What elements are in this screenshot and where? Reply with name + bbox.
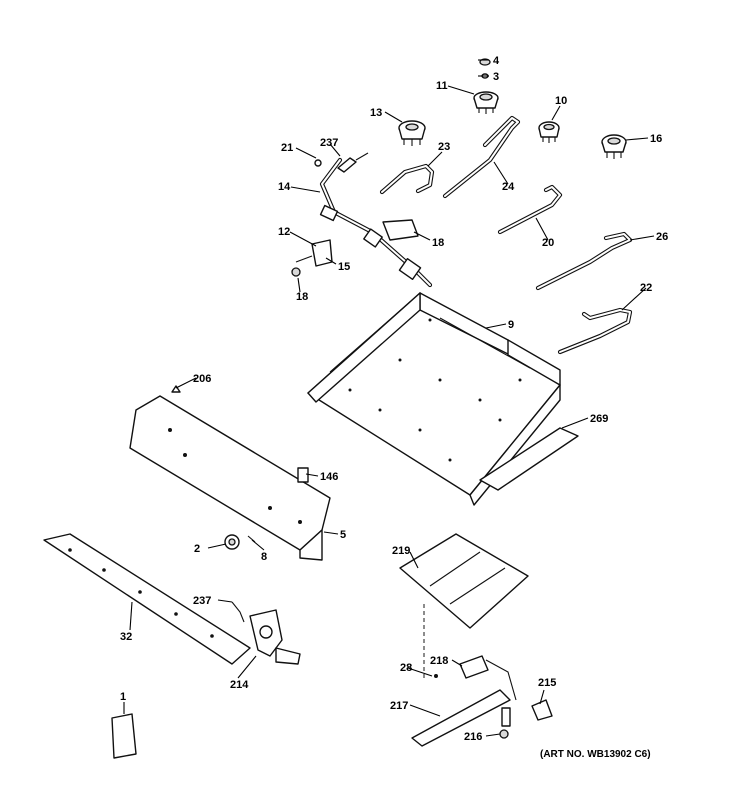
callout-11: 11	[436, 80, 448, 92]
tube-20	[497, 184, 563, 235]
screw-206	[171, 385, 181, 393]
bracket-18-upper	[382, 219, 419, 241]
burner-head-11	[473, 91, 499, 114]
tube-23	[379, 163, 435, 195]
screw-28	[434, 674, 438, 678]
callout-labels: 4 3 11 10 13 16 21 237 23 14 24 20 12 18…	[120, 55, 668, 743]
callout-215: 215	[538, 677, 556, 689]
callout-24: 24	[502, 181, 515, 193]
callout-269: 269	[590, 413, 608, 425]
igniter-switch-218	[459, 655, 489, 679]
callout-216: 216	[464, 731, 482, 743]
callout-13: 13	[370, 107, 382, 119]
callout-10: 10	[555, 95, 567, 107]
callout-9: 9	[508, 319, 514, 331]
burner-head-13	[398, 120, 426, 146]
manifold-pipe-14	[319, 157, 433, 288]
callout-237-top: 237	[320, 137, 338, 149]
burner-head-10	[538, 121, 560, 143]
clip-18-lower	[291, 267, 301, 277]
tube-26	[535, 231, 633, 291]
knob-2	[224, 534, 240, 550]
screw-21	[314, 159, 322, 167]
orifice-12	[295, 239, 333, 267]
callout-12: 12	[278, 226, 290, 238]
callout-217: 217	[390, 700, 408, 712]
valve-assembly-214	[249, 609, 301, 665]
washer-216	[499, 707, 511, 739]
callout-3: 3	[493, 71, 499, 83]
callout-218: 218	[430, 655, 448, 667]
bracket-219	[399, 533, 529, 629]
trim-strip-269	[479, 427, 579, 491]
callout-32: 32	[120, 631, 132, 643]
callout-28: 28	[400, 662, 412, 674]
callout-22: 22	[640, 282, 652, 294]
control-strip-32	[43, 533, 251, 665]
callout-2: 2	[194, 543, 200, 555]
callout-14: 14	[278, 181, 291, 193]
callout-16: 16	[650, 133, 662, 145]
callout-206: 206	[193, 373, 211, 385]
leader-lines	[123, 59, 655, 737]
callout-18-lower: 18	[296, 291, 308, 303]
callout-1: 1	[120, 691, 126, 703]
burner-head-16	[601, 134, 627, 159]
wiring-harness-217	[411, 659, 517, 747]
callout-5: 5	[340, 529, 346, 541]
callout-214: 214	[230, 679, 249, 691]
control-panel-5	[129, 395, 331, 561]
callout-237-lower: 237	[193, 595, 211, 607]
art-number: (ART NO. WB13902 C6)	[540, 749, 651, 760]
callout-15: 15	[338, 261, 350, 273]
literature-1	[111, 713, 137, 759]
callout-20: 20	[542, 237, 554, 249]
callout-219: 219	[392, 545, 410, 557]
tube-24	[442, 115, 521, 199]
bracket-146	[297, 467, 309, 483]
callout-23: 23	[438, 141, 450, 153]
tube-22	[557, 307, 633, 355]
callout-8: 8	[261, 551, 267, 563]
valve-fitting-237-lower	[231, 601, 245, 623]
callout-26: 26	[656, 231, 668, 243]
callout-146: 146	[320, 471, 338, 483]
callout-18-upper: 18	[432, 237, 444, 249]
callout-21: 21	[281, 142, 293, 154]
callout-4: 4	[493, 55, 500, 67]
valve-fitting-237-top	[337, 152, 369, 173]
clip-215	[531, 699, 553, 721]
